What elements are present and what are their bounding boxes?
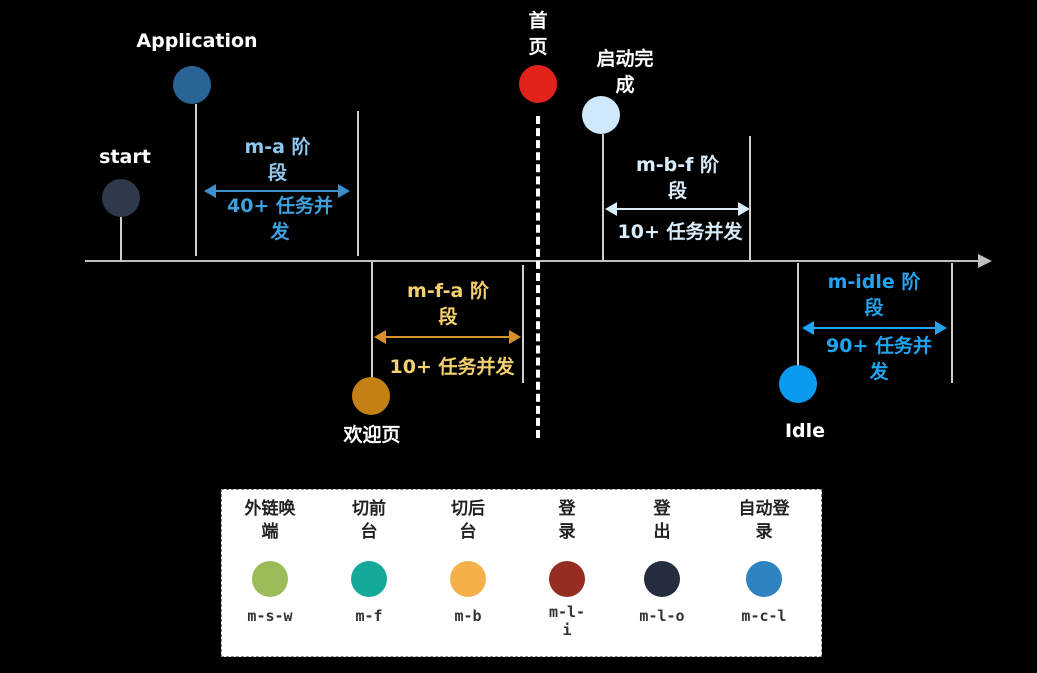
legend-item-title: 切后 台	[451, 499, 485, 542]
legend-item-title: 登 出	[653, 499, 671, 542]
welcome-stem	[371, 262, 373, 380]
timeline-axis	[85, 260, 980, 262]
legend-item-code: m-f	[355, 607, 383, 625]
legend-item-code: m-s-w	[247, 607, 293, 625]
m-idle-range-arrow	[802, 321, 947, 335]
m-a-range-arrow	[204, 184, 350, 198]
m-f-a-range-arrow	[374, 330, 521, 344]
idle-label: Idle	[784, 420, 826, 442]
legend-item-title: 外链唤 端	[244, 499, 296, 542]
legend-item-code: m-c-l	[741, 607, 787, 625]
legend-dot	[450, 561, 486, 597]
home-dot	[519, 65, 557, 103]
start-label: start	[99, 146, 151, 168]
idle-stem	[797, 263, 799, 367]
m-b-f-phase-desc: 10+ 任务并发	[617, 221, 743, 243]
m-idle-end-line	[951, 263, 953, 383]
legend-dot	[351, 561, 387, 597]
m-idle-phase-title: m-idle 阶 段	[827, 271, 921, 319]
legend-item-m-b: 切后 台 m-b	[428, 498, 508, 625]
m-a-phase-title: m-a 阶 段	[244, 136, 311, 184]
start-dot	[102, 179, 140, 217]
legend-item-m-l-o: 登 出 m-l-o	[622, 498, 702, 625]
welcome-dot	[352, 377, 390, 415]
legend-item-m-l-i: 登 录 m-l- i	[527, 498, 607, 639]
start-stem	[120, 217, 122, 261]
launch-done-stem	[602, 134, 604, 261]
m-a-end-line	[357, 111, 359, 256]
legend-item-code: m-l-o	[639, 607, 685, 625]
legend-dot	[549, 561, 585, 597]
legend-item-title: 切前 台	[352, 499, 386, 542]
application-label: Application	[136, 30, 258, 52]
legend-dot	[644, 561, 680, 597]
legend-panel: 外链唤 端 m-s-w 切前 台 m-f 切后 台 m-b 登 录 m-l- i…	[221, 489, 822, 657]
launch-done-label: 启动完 成	[596, 48, 654, 96]
home-dashed-line	[536, 116, 540, 438]
legend-dot	[252, 561, 288, 597]
m-idle-phase-desc: 90+ 任务并 发	[826, 335, 932, 383]
legend-item-title: 登 录	[558, 499, 576, 542]
legend-item-m-f: 切前 台 m-f	[329, 498, 409, 625]
idle-dot	[779, 365, 817, 403]
launch-done-dot	[582, 96, 620, 134]
legend-dot	[746, 561, 782, 597]
home-label: 首 页	[528, 10, 548, 58]
legend-item-code: m-b	[454, 607, 482, 625]
axis-arrow-icon	[978, 254, 992, 268]
m-a-phase-desc: 40+ 任务并 发	[227, 195, 333, 243]
legend-item-m-s-w: 外链唤 端 m-s-w	[230, 498, 310, 625]
m-f-a-phase-title: m-f-a 阶 段	[407, 280, 489, 328]
m-f-a-end-line	[522, 265, 524, 383]
m-b-f-end-line	[749, 136, 751, 260]
legend-item-title: 自动登 录	[738, 499, 790, 542]
legend-item-m-c-l: 自动登 录 m-c-l	[719, 498, 809, 625]
welcome-label: 欢迎页	[343, 424, 401, 446]
m-b-f-range-arrow	[605, 202, 750, 216]
m-b-f-phase-title: m-b-f 阶 段	[635, 154, 720, 202]
application-stem	[195, 104, 197, 256]
legend-item-code: m-l- i	[548, 603, 586, 639]
m-f-a-phase-desc: 10+ 任务并发	[389, 356, 515, 378]
application-dot	[173, 66, 211, 104]
